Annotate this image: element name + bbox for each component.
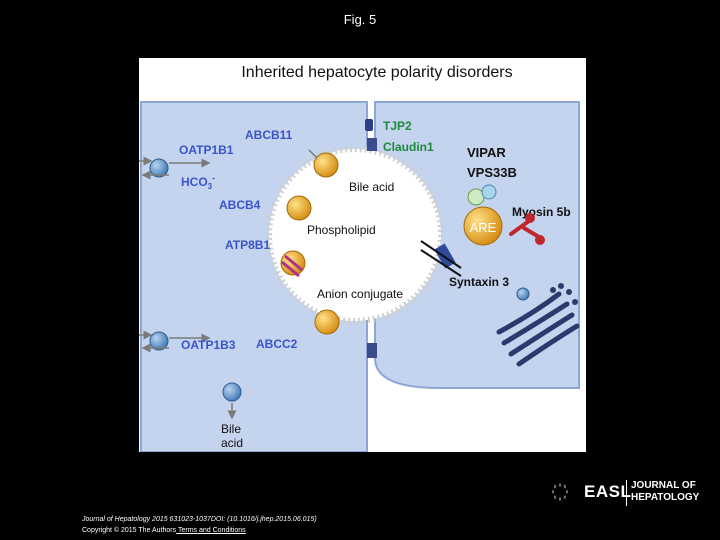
phospholipid-label: Phospholipid [307,223,376,237]
abcb4-label: ABCB4 [219,198,261,212]
citation-text: Journal of Hepatology 2015 631023-1037DO… [82,516,317,523]
hco3-label: HCO3- [181,173,215,191]
myosin5b-motor [509,219,531,236]
claudin1-junction-bottom [367,343,377,358]
bile-acid-inner-label: Bile acid [349,180,394,194]
tjp2-junction [365,119,373,131]
vps33b-protein [481,184,497,200]
basolateral-bile-acid-transporter [222,382,242,402]
syntaxin3-label: Syntaxin 3 [449,275,509,289]
logo-divider [626,480,627,506]
anion-conjugate-label: Anion conjugate [317,287,403,301]
bile-acid-outer-label-2: acid [221,436,243,450]
oatp1b3-transporter [149,331,169,351]
oatp1b1-transporter [149,158,169,178]
atp8b1-label: ATP8B1 [225,238,270,252]
figure-number: Fig. 5 [343,12,377,27]
are-label: ARE [470,220,497,235]
tjp2-label: TJP2 [383,119,412,133]
footer: Journal of Hepatology 2015 631023-1037DO… [82,514,317,536]
transport-vesicle [516,287,530,301]
copyright-line: Copyright © 2015 The Authors Terms and C… [82,525,317,536]
vps33b-label: VPS33B [467,165,517,180]
oatp1b1-label: OATP1B1 [179,143,234,157]
claudin1-junction-top [367,138,377,151]
easl-wordmark: EASL [584,482,632,501]
abcc2-transporter [314,309,340,335]
terms-link[interactable]: Terms and Conditions [176,527,246,534]
abcb11-transporter [313,152,339,178]
abcc2-label: ABCC2 [256,337,298,351]
canaliculus-lumen [273,153,437,317]
myosin5b-label: Myosin 5b [512,205,571,219]
are-vesicle [463,206,503,246]
copyright-text: Copyright © 2015 The Authors [82,527,177,534]
claudin1-label: Claudin1 [383,140,434,154]
golgi-apparatus [496,291,580,367]
bile-acid-outer-label-1: Bile [221,422,241,436]
oatp1b3-label: OATP1B3 [181,338,236,352]
polarity-diagram: Inherited hepatocyte polarity disorders … [139,58,586,452]
abcb11-label: ABCB11 [245,128,293,142]
vipar-label: VIPAR [467,145,506,160]
diagram-title: Inherited hepatocyte polarity disorders [241,64,512,81]
abcb4-transporter [286,195,312,221]
